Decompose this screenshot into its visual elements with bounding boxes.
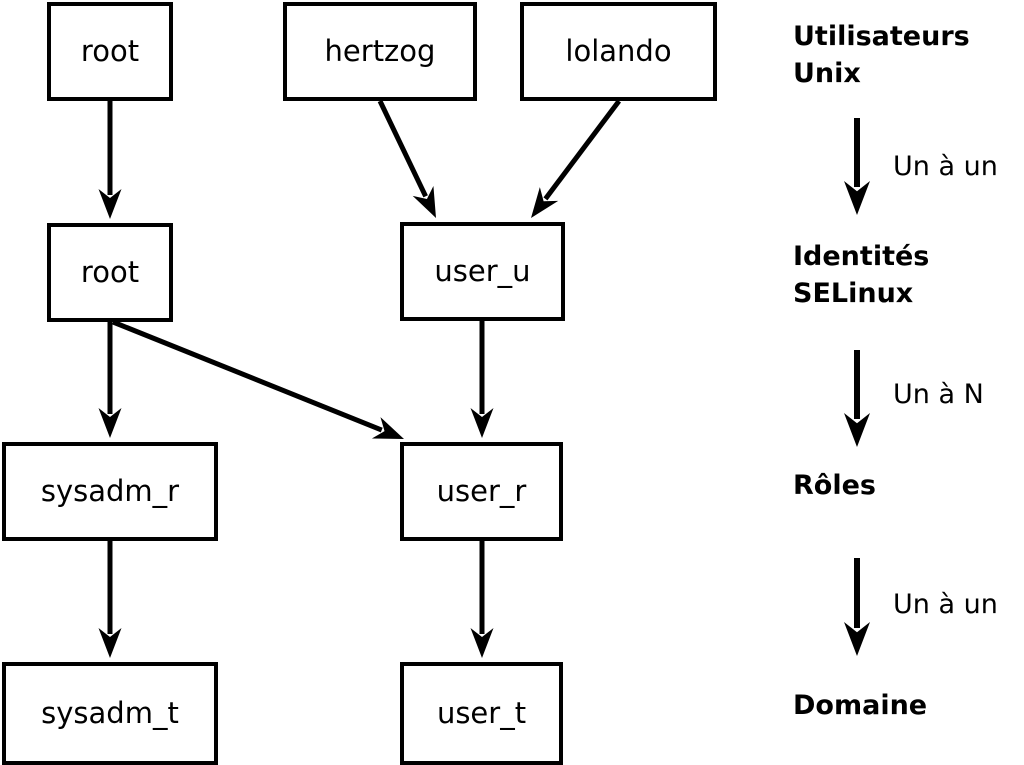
edge-user-u-to-user-r [470,321,494,438]
node-identity-root[interactable]: root [47,223,173,322]
node-label: user_t [436,696,527,730]
node-unix-lolando[interactable]: lolando [520,2,717,101]
edge-lolando-to-user-u [531,99,621,218]
legend-level-roles: Rôles [793,470,876,501]
legend-label-relation-one-to-n-roles: Un à N [893,379,984,410]
node-label: root [80,255,140,289]
legend-arrow-relation-one-to-one-identity [844,118,870,215]
node-role-sysadm-r[interactable]: sysadm_r [2,442,218,541]
legend-label-relation-one-to-one-identity: Un à un [893,151,998,182]
node-label: user_u [434,254,531,288]
node-domain-sysadm-t[interactable]: sysadm_t [2,662,218,765]
legend-level-selinux-identity: Identités SELinux [793,241,930,309]
legend-level-unix-users: Utilisateurs Unix [793,21,970,89]
legend-level-domain: Domaine [793,690,928,721]
node-label: sysadm_t [41,696,179,730]
legend-arrow-relation-one-to-n-roles [844,350,870,447]
node-label: lolando [565,34,672,68]
node-domain-user-t[interactable]: user_t [400,662,563,765]
node-role-user-r[interactable]: user_r [400,442,563,541]
node-label: sysadm_r [40,474,180,508]
node-identity-user-u[interactable]: user_u [400,222,565,321]
node-unix-hertzog[interactable]: hertzog [283,2,477,101]
legend-label-relation-one-to-one-domain: Un à un [893,589,998,620]
node-unix-root[interactable]: root [47,2,173,101]
legend-arrow-relation-one-to-one-domain [844,558,870,656]
node-label: root [80,34,140,68]
node-label: user_r [436,474,527,508]
edge-unix-root-to-identity-root [98,101,122,219]
edge-hertzog-to-user-u [377,99,436,218]
edge-sysadm-r-to-sysadm-t [98,541,122,658]
edge-identity-root-to-sysadm-r [98,322,122,438]
node-label: hertzog [324,34,436,68]
edge-user-r-to-user-t [470,541,494,658]
edge-identity-root-to-user-r [112,319,404,439]
